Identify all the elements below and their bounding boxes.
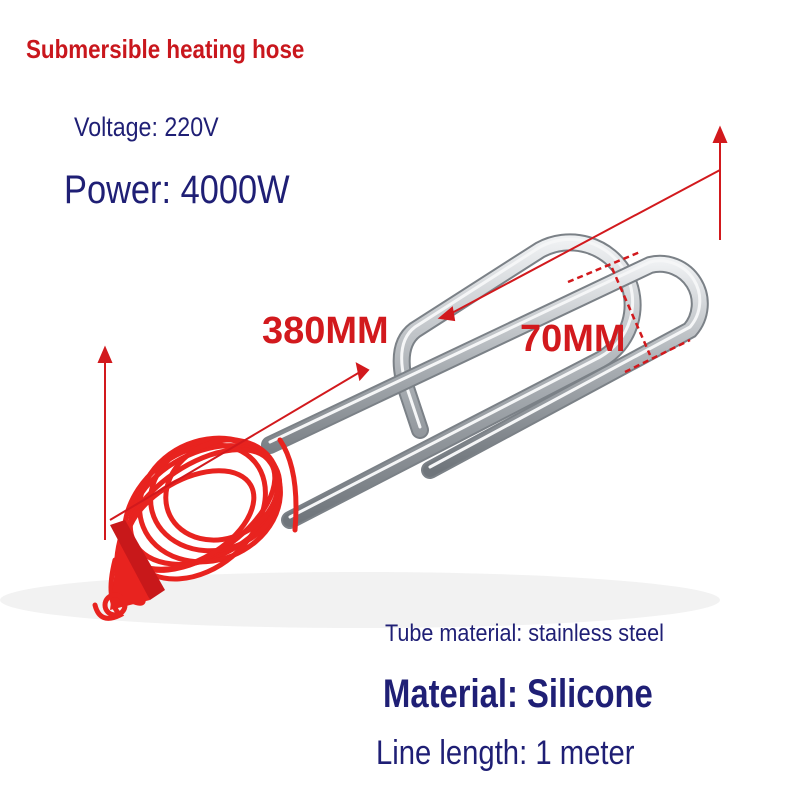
voltage-spec: Voltage: 220V bbox=[74, 112, 219, 142]
shadow bbox=[0, 572, 720, 628]
length-dimension-label: 380MM bbox=[262, 310, 389, 352]
material-spec: Material: Silicone bbox=[383, 672, 653, 716]
cable-plug bbox=[102, 520, 165, 618]
product-title: Submersible heating hose bbox=[26, 34, 305, 64]
stainless-tube bbox=[261, 233, 709, 529]
line-length-spec: Line length: 1 meter bbox=[376, 734, 635, 772]
width-dimension-line bbox=[567, 250, 691, 374]
tube-material-spec: Tube material: stainless steel bbox=[385, 620, 664, 647]
length-dimension-arrows bbox=[97, 125, 728, 540]
power-spec: Power: 4000W bbox=[64, 168, 290, 212]
width-dimension-label: 70MM bbox=[520, 318, 626, 360]
